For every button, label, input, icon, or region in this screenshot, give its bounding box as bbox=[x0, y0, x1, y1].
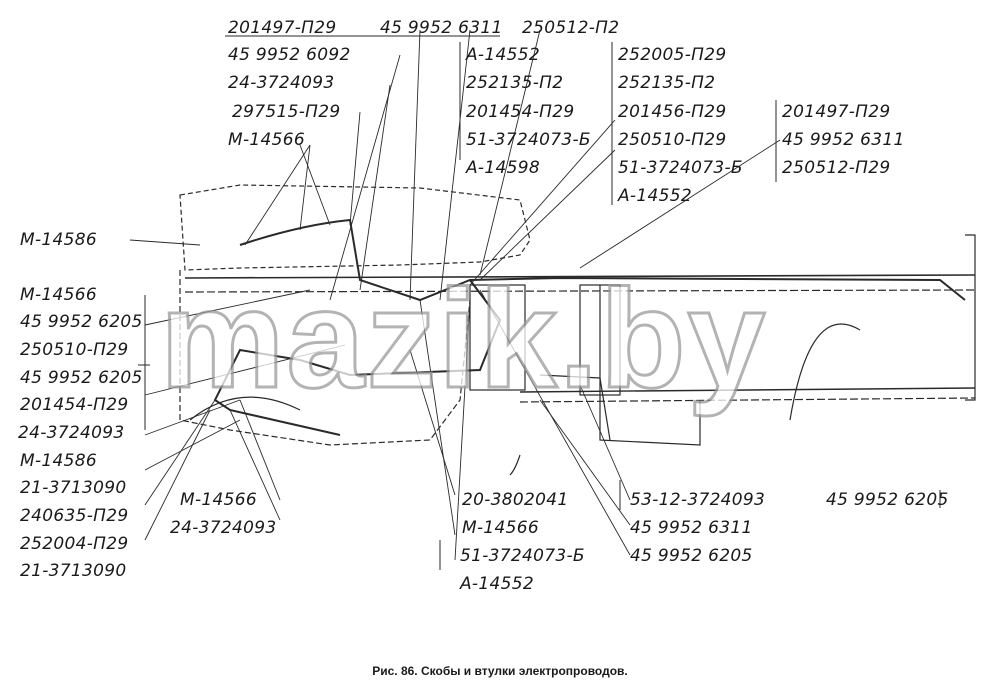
front-wheel-arc bbox=[189, 396, 301, 421]
label-45-9952-6205-b: 45 9952 6205 bbox=[20, 368, 143, 388]
label-a-14598: А-14598 bbox=[466, 158, 540, 178]
label-250512-p29-right: 250512-П29 bbox=[782, 158, 891, 178]
label-201454-p29-a: 201454-П29 bbox=[466, 102, 575, 122]
label-a-14552-b: А-14552 bbox=[618, 186, 692, 206]
label-45-9952-6311-top: 45 9952 6311 bbox=[380, 18, 503, 38]
label-45-9952-6311-right: 45 9952 6311 bbox=[782, 130, 905, 150]
label-45-9952-6311-bottom: 45 9952 6311 bbox=[630, 518, 753, 538]
hood-outline bbox=[179, 270, 471, 446]
label-45-9952-6205-far-right: 45 9952 6205 bbox=[826, 490, 949, 510]
label-21-3713090-b: 21-3713090 bbox=[20, 561, 127, 581]
label-24-3724093-a: 24-3724093 bbox=[228, 73, 335, 93]
label-m-14566-left: М-14566 bbox=[20, 285, 97, 305]
leader-lines bbox=[129, 29, 781, 561]
label-252005-p29: 252005-П29 bbox=[618, 45, 727, 65]
label-m-14586-top: М-14586 bbox=[20, 230, 97, 250]
label-201497-p29-right: 201497-П29 bbox=[782, 102, 891, 122]
watermark-text: mazik.by bbox=[158, 259, 768, 419]
label-45-9952-6205-bottom: 45 9952 6205 bbox=[630, 546, 753, 566]
label-297515-p29: 297515-П29 bbox=[232, 102, 341, 122]
label-m-14586-left: М-14586 bbox=[20, 451, 97, 471]
label-45-9952-6092: 45 9952 6092 bbox=[228, 45, 351, 65]
label-240635-p29: 240635-П29 bbox=[20, 506, 129, 526]
rear-wheel-arc bbox=[789, 323, 861, 421]
label-m-14566-center: М-14566 bbox=[462, 518, 539, 538]
label-252004-p29: 252004-П29 bbox=[20, 534, 129, 554]
wire-harness bbox=[239, 218, 966, 302]
label-201454-p29-b: 201454-П29 bbox=[20, 395, 129, 415]
label-51-3724073-b-a: 51-3724073-Б bbox=[466, 130, 591, 150]
label-a-14552-c: А-14552 bbox=[460, 574, 534, 594]
label-51-3724073-b-c: 51-3724073-Б bbox=[460, 546, 585, 566]
frame-rear-end bbox=[965, 234, 976, 401]
label-201456-p29: 201456-П29 bbox=[618, 102, 727, 122]
label-252135-p2-a: 252135-П2 bbox=[466, 73, 564, 93]
label-a-14552-a: А-14552 bbox=[466, 45, 540, 65]
label-201497-p29-top: 201497-П29 bbox=[228, 18, 337, 38]
label-24-3724093-bottom: 24-3724093 bbox=[170, 518, 277, 538]
label-53-12-3724093: 53-12-3724093 bbox=[630, 490, 766, 510]
frame-rail-bottom bbox=[519, 387, 976, 393]
label-m-14566-bottom: М-14566 bbox=[180, 490, 257, 510]
frame-rail-upper bbox=[184, 274, 976, 279]
label-21-3713090-a: 21-3713090 bbox=[20, 478, 127, 498]
label-250510-p29-b: 250510-П29 bbox=[20, 340, 129, 360]
figure-caption: Рис. 86. Скобы и втулки электропроводов. bbox=[372, 664, 628, 678]
label-51-3724073-b-b: 51-3724073-Б bbox=[618, 158, 743, 178]
cab-outline bbox=[179, 184, 531, 271]
label-250512-p2-top: 250512-П2 bbox=[522, 18, 620, 38]
label-252135-p2-b: 252135-П2 bbox=[618, 73, 716, 93]
label-24-3724093-b: 24-3724093 bbox=[18, 423, 125, 443]
label-brackets bbox=[138, 35, 941, 570]
cross-member bbox=[469, 284, 526, 391]
label-45-9952-6205-a: 45 9952 6205 bbox=[20, 312, 143, 332]
label-m-14566-a: М-14566 bbox=[228, 130, 305, 150]
label-250510-p29-a: 250510-П29 bbox=[618, 130, 727, 150]
label-20-3802041: 20-3802041 bbox=[462, 490, 569, 510]
